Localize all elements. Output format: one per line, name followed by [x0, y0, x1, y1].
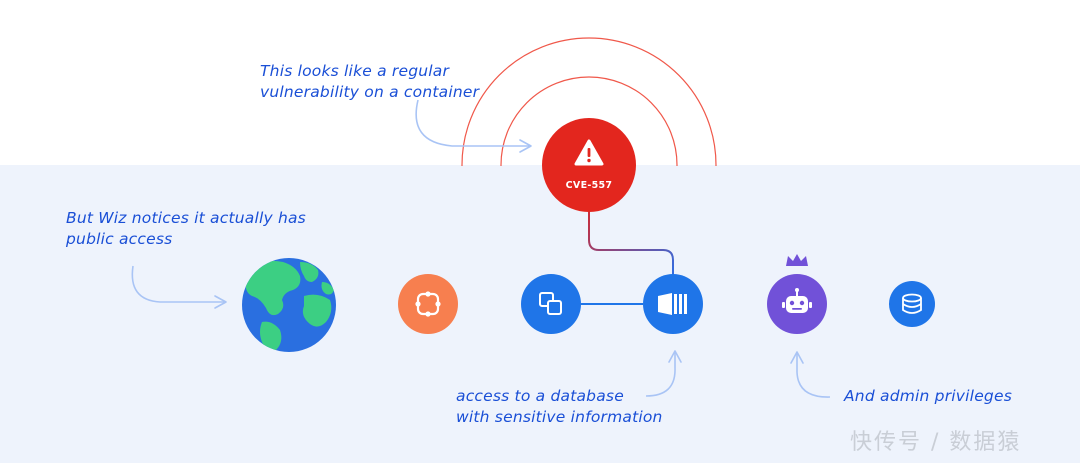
alert-radar-rings — [461, 37, 717, 166]
arrowhead-to-alert — [519, 139, 532, 153]
alert-connector — [588, 200, 674, 278]
annotation-line: This looks like a regular — [260, 62, 450, 80]
annotation-line: with sensitive information — [456, 408, 663, 426]
warning-triangle-icon — [574, 139, 604, 166]
arrow-to-globe — [131, 265, 225, 303]
container-icon — [643, 274, 703, 334]
database-icon — [889, 281, 935, 327]
annotation-line: And admin privileges — [844, 387, 1012, 405]
annotation-database-access: access to a database with sensitive info… — [456, 386, 663, 428]
annotation-line: public access — [66, 230, 173, 248]
annotation-public-access: But Wiz notices it actually has public a… — [66, 208, 306, 250]
annotation-line: vulnerability on a container — [260, 83, 480, 101]
crown-icon — [786, 254, 808, 266]
annotation-container-vulnerability: This looks like a regular vulnerability … — [260, 61, 479, 103]
arrow-to-container — [645, 352, 676, 397]
arrow-to-alert — [415, 99, 530, 147]
watermark: 快传号 / 数据猿 — [850, 430, 1022, 455]
admin-bot-icon — [767, 274, 827, 334]
cve-label: CVE-557 — [565, 180, 613, 191]
arrow-to-bot — [796, 353, 831, 398]
arrowhead-to-bot — [790, 351, 804, 364]
annotation-line: But Wiz notices it actually has — [66, 209, 306, 227]
arrowhead-to-globe — [214, 295, 227, 309]
annotation-line: access to a database — [456, 387, 624, 405]
arrowhead-to-container — [668, 350, 682, 363]
annotation-admin-privileges: And admin privileges — [844, 386, 1012, 407]
copy-squares-icon — [521, 274, 581, 334]
inner-ring — [500, 76, 678, 166]
outer-ring — [461, 37, 717, 166]
internet-globe-icon — [242, 258, 336, 352]
alert-badge — [542, 118, 636, 212]
network-endpoint-icon — [398, 274, 458, 334]
